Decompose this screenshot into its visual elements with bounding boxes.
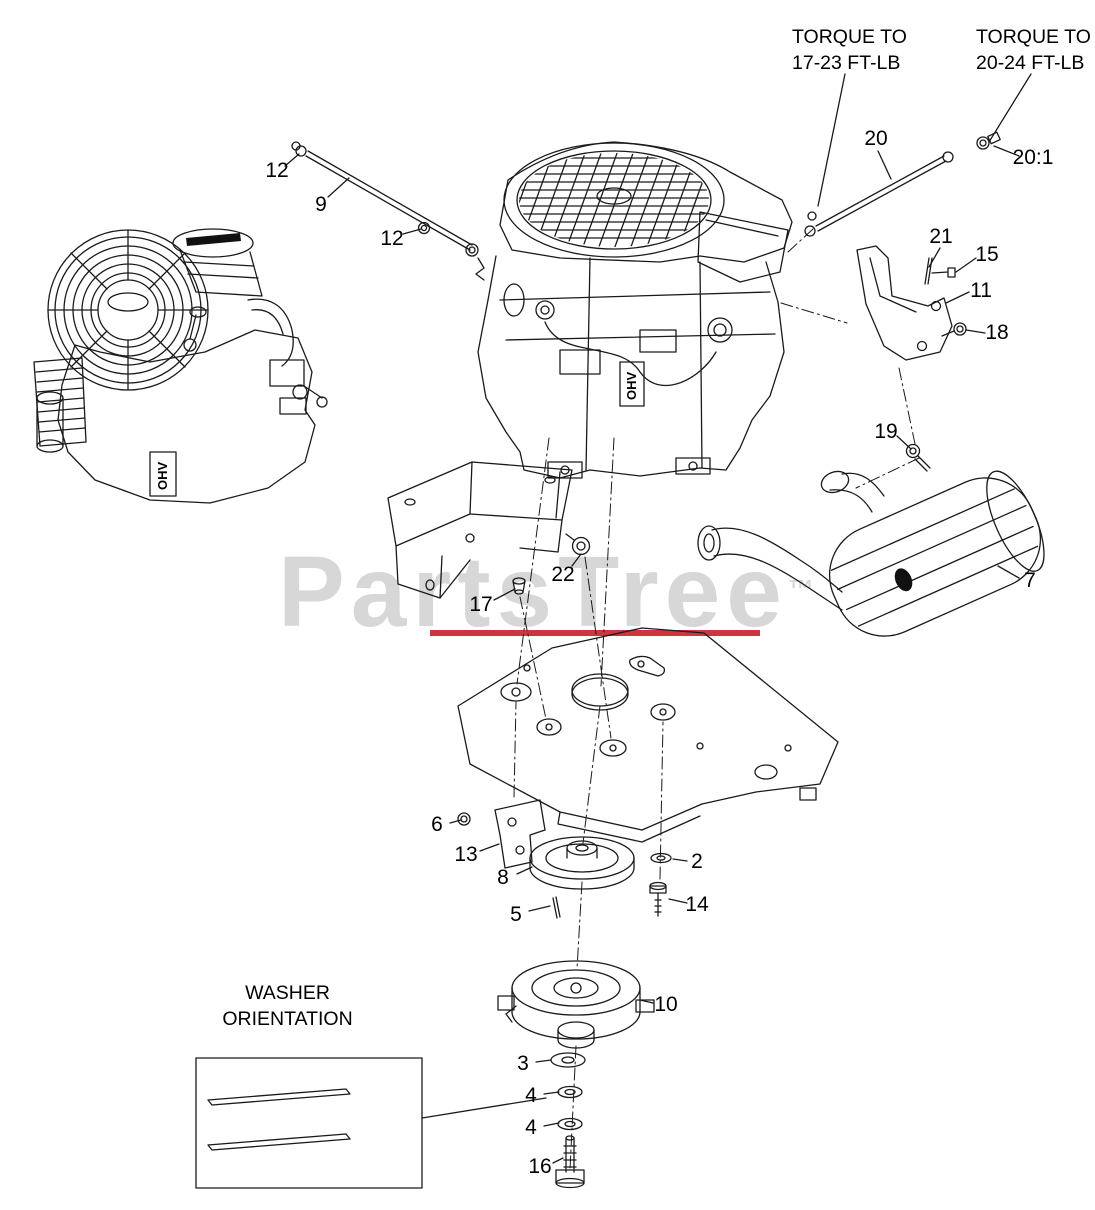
throttle-rod (291, 141, 485, 281)
callout-20-3: 20 (864, 127, 888, 150)
callout-11-7: 11 (970, 279, 992, 302)
washer-stack (550, 1052, 586, 1189)
engine-plate (457, 627, 839, 843)
callout-4-22: 4 (525, 1116, 537, 1139)
leader-lines (284, 73, 1032, 1164)
torque-note-right-line2: 20-24 FT-LB (976, 52, 1085, 75)
centerlines (513, 228, 920, 1171)
callout-19-9: 19 (874, 420, 898, 443)
callout-18-8: 18 (985, 321, 1009, 344)
left-engine-view: OHV (33, 228, 328, 504)
muffler (697, 470, 1045, 637)
callout-22-11: 22 (551, 563, 575, 586)
muffler-bracket (856, 245, 967, 472)
watermark-red-bar (430, 630, 760, 636)
engine-badge-left: OHV (155, 462, 170, 491)
callout-14-17: 14 (685, 893, 709, 916)
washer-orientation-label: WASHER ORIENTATION (200, 980, 375, 1033)
torque-note-right: TORQUE TO 20-24 FT-LB (976, 24, 1091, 77)
torque-note-left-line1: TORQUE TO (792, 26, 907, 48)
callout-6-13: 6 (431, 813, 443, 836)
washer-orientation-box (195, 1057, 423, 1189)
callout-7-10: 7 (1024, 569, 1036, 592)
choke-rod (804, 131, 1001, 237)
callout-20:1-4: 20:1 (1012, 146, 1054, 169)
callout-15-6: 15 (975, 243, 999, 266)
clutch (497, 960, 655, 1049)
support-bracket (387, 461, 591, 599)
torque-note-left: TORQUE TO 17-23 FT-LB (792, 24, 907, 77)
callout-16-23: 16 (528, 1155, 552, 1178)
callout-2-16: 2 (691, 850, 703, 873)
main-engine-view: OHV (477, 141, 793, 479)
callout-3-20: 3 (517, 1052, 529, 1075)
pulley (529, 836, 635, 890)
callout-10-19: 10 (654, 993, 678, 1016)
callout-12-0: 12 (265, 159, 289, 182)
watermark-text: PartsTree (278, 536, 788, 648)
callout-12-2: 12 (380, 227, 404, 250)
washer-orientation-line1: WASHER (245, 982, 330, 1004)
callout-8-15: 8 (497, 866, 509, 889)
callout-21-5: 21 (929, 225, 953, 248)
plate-hardware (457, 799, 672, 919)
callout-5-18: 5 (510, 903, 522, 926)
callout-17-12: 17 (469, 593, 493, 616)
callout-9-1: 9 (315, 193, 327, 216)
callout-13-14: 13 (454, 843, 478, 866)
torque-note-left-line2: 17-23 FT-LB (792, 52, 901, 75)
callout-4-21: 4 (525, 1084, 537, 1107)
engine-badge-main: OHV (624, 372, 639, 401)
torque-note-right-line1: TORQUE TO (976, 26, 1091, 48)
washer-orientation-line2: ORIENTATION (222, 1008, 353, 1031)
watermark: PartsTree™ (278, 542, 814, 642)
